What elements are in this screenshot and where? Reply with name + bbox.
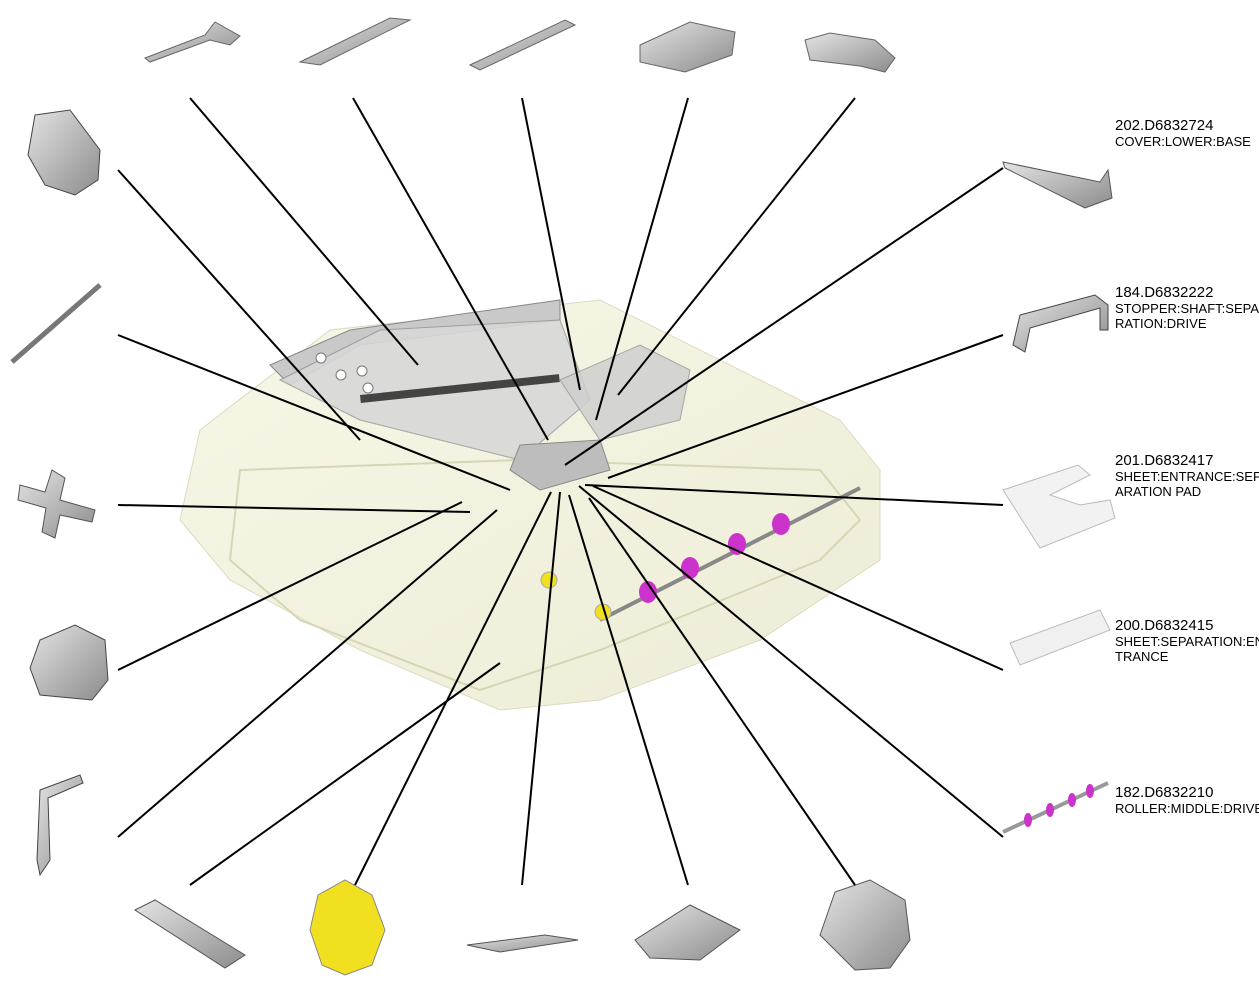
roller-magenta	[681, 557, 699, 579]
part-label-182: 182.D6832210 ROLLER:MIDDLE:DRIVE	[1115, 784, 1259, 817]
part-number: 202.D6832724	[1115, 117, 1214, 134]
leader-line	[117, 509, 498, 838]
leader-line	[352, 97, 549, 441]
left-parts-column	[10, 109, 109, 877]
part-description: SHEET:ENTRANCE:SEPARATION PAD	[1115, 469, 1259, 499]
part-description: ROLLER:MIDDLE:DRIVE	[1115, 801, 1259, 816]
part-long-shaft	[10, 283, 102, 364]
part-guide-top	[804, 32, 896, 73]
part-label-184: 184.D6832222 STOPPER:SHAFT:SEPARATION:DR…	[1115, 284, 1259, 332]
leader-lines	[117, 97, 1004, 886]
bottom-parts-row	[133, 879, 911, 976]
part-description: COVER:LOWER:BASE	[1115, 134, 1251, 149]
middle-roller-magenta	[1068, 793, 1076, 807]
leader-line	[117, 334, 511, 491]
assembly-inner-frame	[228, 458, 862, 692]
part-bracket-left	[27, 109, 101, 196]
part-flat-bar	[133, 899, 246, 969]
leader-line	[117, 501, 463, 671]
part-thin-sheet	[466, 934, 579, 953]
leader-line	[117, 504, 471, 513]
part-bearing-housing	[29, 624, 109, 701]
assembly-right-guide	[559, 344, 691, 441]
part-label-200: 200.D6832415 SHEET:SEPARATION:ENTRANCE	[1115, 617, 1259, 665]
leader-line	[595, 97, 689, 421]
part-shaft-bracket-top	[144, 21, 241, 63]
roller-magenta	[772, 513, 790, 535]
part-roller-hub	[819, 879, 911, 971]
plate-hole	[362, 382, 374, 394]
part-yellow-gear	[309, 879, 386, 976]
gear-yellow	[540, 571, 558, 589]
plate-hole	[315, 352, 327, 364]
middle-roller-magenta	[1024, 813, 1032, 827]
part-number: 201.D6832417	[1115, 452, 1214, 469]
middle-roller-magenta	[1046, 803, 1054, 817]
assembly-dark-strip	[360, 374, 560, 403]
leader-line	[354, 491, 552, 886]
middle-roller-magenta	[1086, 784, 1094, 798]
part-description: STOPPER:SHAFT:SEPARATION:DRIVE	[1115, 301, 1259, 331]
part-label-202: 202.D6832724 COVER:LOWER:BASE	[1115, 117, 1259, 150]
part-stopper-shaft	[1012, 294, 1109, 353]
part-label-201: 201.D6832417 SHEET:ENTRANCE:SEPARATION P…	[1115, 452, 1259, 500]
leader-line	[521, 491, 561, 886]
leader-line	[189, 662, 501, 886]
part-lower-base-cover	[1002, 161, 1113, 209]
part-bracket-plate	[634, 904, 741, 961]
leader-line	[617, 97, 856, 396]
part-entrance-pad-sheet	[1002, 464, 1116, 549]
leader-line	[607, 334, 1004, 479]
part-long-plate-b	[468, 19, 577, 71]
plate-hole	[335, 369, 347, 381]
part-cross-coupling	[17, 469, 96, 539]
part-separation-sheet	[1009, 609, 1111, 666]
leader-line	[592, 485, 1004, 671]
part-number: 200.D6832415	[1115, 617, 1214, 634]
leader-line	[189, 97, 419, 366]
leader-line	[578, 485, 1004, 838]
main-assembly	[179, 299, 881, 711]
part-crank-lever	[36, 774, 84, 877]
leader-line	[584, 484, 1004, 506]
part-number: 184.D6832222	[1115, 284, 1214, 301]
part-description: SHEET:SEPARATION:ENTRANCE	[1115, 634, 1259, 664]
leader-line	[568, 494, 689, 886]
roller-magenta	[639, 581, 657, 603]
right-parts-column	[1002, 161, 1116, 834]
leader-line	[117, 169, 361, 441]
leader-line	[588, 497, 856, 886]
top-parts-row	[144, 17, 896, 73]
plate-hole	[356, 365, 368, 377]
leader-line	[521, 97, 581, 391]
part-number: 182.D6832210	[1115, 784, 1214, 801]
leader-line	[564, 167, 1004, 466]
part-cover-pad	[639, 21, 736, 73]
part-long-plate-a	[298, 17, 412, 66]
